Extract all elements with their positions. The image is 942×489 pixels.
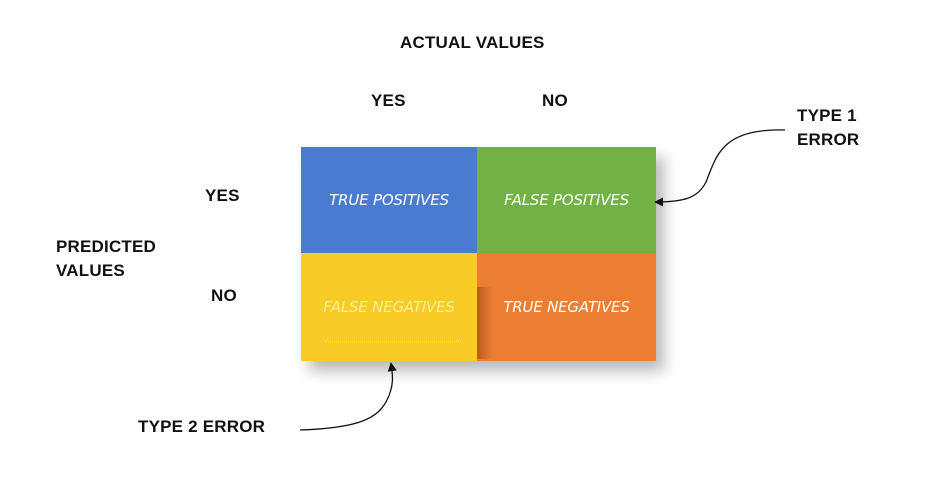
actual-values-title: ACTUAL VALUES [400, 33, 545, 52]
cell-shading [477, 287, 493, 359]
type-1-line-2: ERROR [797, 130, 860, 149]
false-negatives-label: FALSE NEGATIVES [323, 298, 455, 316]
type-2-error-label: TYPE 2 ERROR [138, 417, 266, 436]
type-1-arrow [654, 129, 786, 207]
actual-yes-label: YES [371, 91, 406, 110]
true-negatives-label: TRUE NEGATIVES [503, 298, 630, 316]
predicted-line-1: PREDICTED [56, 237, 157, 256]
false-negatives-cell: FALSE NEGATIVES [301, 253, 477, 361]
predicted-values-title: PREDICTED VALUES [56, 235, 156, 283]
false-positives-label: FALSE POSITIVES [504, 191, 629, 209]
type-1-line-1: TYPE 1 [797, 106, 857, 125]
false-positives-cell: FALSE POSITIVES [477, 147, 656, 253]
confusion-matrix: TRUE POSITIVES FALSE POSITIVES FALSE NEG… [301, 147, 656, 361]
true-negatives-cell: TRUE NEGATIVES [477, 253, 656, 361]
true-positives-label: TRUE POSITIVES [329, 191, 449, 209]
type-1-error-label: TYPE 1 ERROR [797, 104, 859, 152]
predicted-line-2: VALUES [56, 261, 125, 280]
true-positives-cell: TRUE POSITIVES [301, 147, 477, 253]
predicted-yes-label: YES [205, 186, 240, 205]
dotted-line [325, 341, 461, 342]
predicted-no-label: NO [211, 286, 237, 305]
actual-no-label: NO [542, 91, 568, 110]
type-2-arrow [299, 362, 397, 431]
